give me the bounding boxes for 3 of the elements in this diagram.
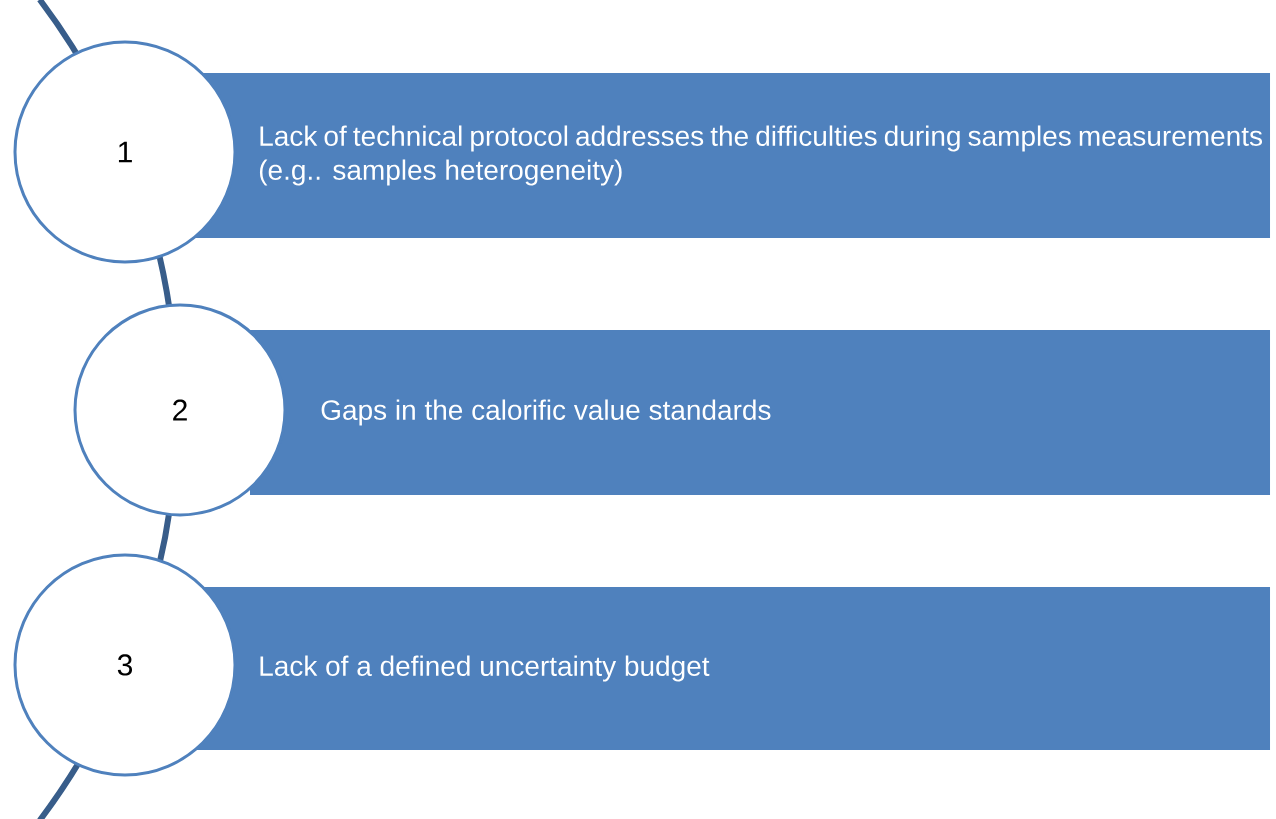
text-bar: Lack of a defined uncertainty budget bbox=[190, 587, 1270, 750]
text-bar: Gaps in the calorific value standards bbox=[250, 330, 1270, 495]
text-bar: Lack of technical protocol addresses the difficulties during samples measurements (e.g.. samples heterogeneity) bbox=[190, 73, 1270, 238]
